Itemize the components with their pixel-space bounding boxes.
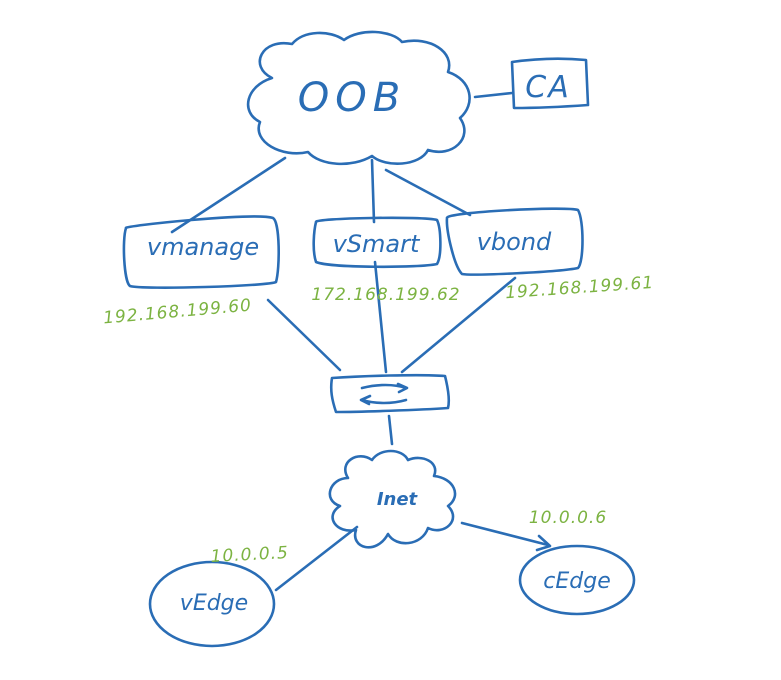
switch-box-shape [329,373,451,414]
cedge-ellipse-shape [518,544,636,616]
vedge-node: vEdge 10.0.0.5 [148,543,289,648]
cedge-arrowhead [535,534,552,552]
inet-cloud-shape [328,449,457,549]
ca-node: CA [510,57,590,110]
switch-arrows-icon [359,382,409,406]
inet-node: Inet [328,449,457,549]
ca-box-shape [510,57,590,110]
inet-label: Inet [377,489,419,510]
vbond-ip: 192.168.199.61 [505,273,655,303]
link-switch-inet [387,414,394,446]
link-oob-vbond [384,168,472,217]
vedge-ip: 10.0.0.5 [210,543,289,567]
ca-label: CA [525,70,570,105]
link-inet-cedge [460,521,550,547]
oob-cloud-shape [246,30,471,166]
vsmart-box-shape [312,216,442,269]
link-oob-ca [473,91,514,99]
cedge-ip: 10.0.0.6 [529,508,607,528]
connectors [170,91,552,592]
link-vmanage-switch [266,298,342,372]
vbond-box-shape [445,207,584,276]
link-vsmart-switch [373,260,388,374]
link-vbond-switch [400,276,517,374]
cedge-node: cEdge 10.0.0.6 [518,508,636,616]
vmanage-box-shape [122,215,280,289]
link-inet-vedge [274,525,359,592]
vsmart-label: vSmart [333,230,421,258]
vedge-ellipse-shape [148,560,276,648]
oob-node: OOB [246,30,471,166]
vbond-node: vbond 192.168.199.61 [445,207,655,303]
vmanage-ip: 192.168.199.60 [102,296,252,329]
vbond-label: vbond [477,228,552,256]
vedge-label: vEdge [180,591,248,616]
cedge-label: cEdge [543,569,610,594]
oob-label: OOB [298,75,406,121]
link-oob-vsmart [370,158,376,224]
vsmart-node: vSmart 172.168.199.62 [311,216,460,305]
vmanage-node: vmanage 192.168.199.60 [102,215,280,329]
vmanage-label: vmanage [147,233,259,261]
vsmart-ip: 172.168.199.62 [311,285,460,305]
switch-node [329,373,451,414]
